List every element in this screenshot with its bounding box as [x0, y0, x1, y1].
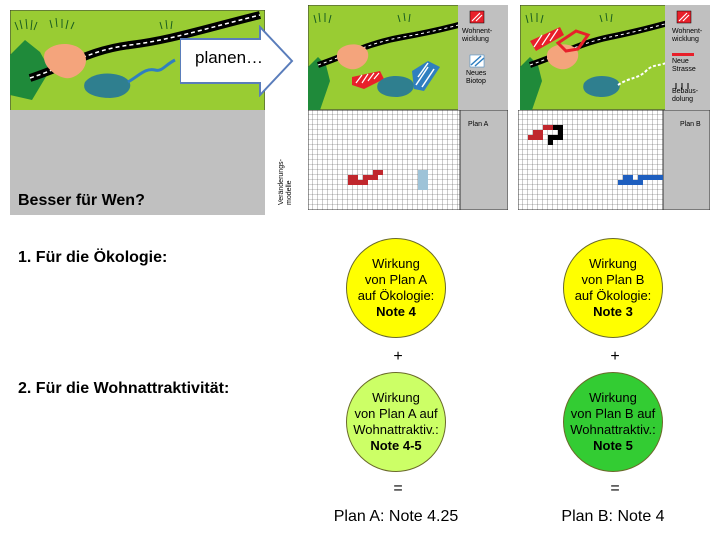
equals-a: =	[393, 480, 403, 497]
plan-a-map	[308, 5, 508, 110]
plan-b-result: Plan B: Note 4	[561, 508, 665, 525]
legend-building: Bebaus- dolung	[672, 88, 699, 103]
legend-residential-b: Wohnent- wicklung	[672, 28, 703, 43]
criterion-ecology: 1. Für die Ökologie:	[18, 249, 168, 266]
plan-a-wohn-circle: Wirkung von Plan A auf Wohnattraktiv.: N…	[346, 372, 446, 472]
planen-arrow	[180, 25, 294, 97]
plan-a-grid	[308, 110, 508, 210]
grid-label-a: Plan A	[468, 121, 489, 128]
legend-residential-a: Wohnent- wicklung	[462, 28, 493, 43]
legend-biotope: Neues Biotop	[466, 70, 487, 85]
plan-a-ecology-circle: Wirkung von Plan A auf Ökologie: Note 4	[346, 238, 446, 338]
plan-a-result: Plan A: Note 4.25	[333, 508, 459, 525]
plan-b-ecology-note: Note 3	[593, 304, 633, 319]
plan-b-map	[520, 5, 710, 110]
plan-b-ecology-circle: Wirkung von Plan B auf Ökologie: Note 3	[563, 238, 663, 338]
plus-a: +	[393, 348, 403, 365]
plan-a-ecology-text: Wirkung von Plan A auf Ökologie:	[357, 256, 435, 303]
plan-b-wohn-circle: Wirkung von Plan B auf Wohnattraktiv.: N…	[563, 372, 663, 472]
plan-a-ecology-note: Note 4	[376, 304, 416, 319]
equals-b: =	[610, 480, 620, 497]
plan-b-ecology-text: Wirkung von Plan B auf Ökologie:	[574, 256, 652, 303]
grid-label-b: Plan B	[680, 121, 701, 128]
model-label: Veränderungs- modelle	[278, 159, 293, 205]
plan-b-wohn-note: Note 5	[593, 438, 633, 453]
legend-road: Neue Strasse	[672, 58, 696, 73]
plus-b: +	[610, 348, 620, 365]
plan-b-grid	[518, 110, 710, 210]
criterion-wohn: 2. Für die Wohnattraktivität:	[18, 380, 230, 397]
arrow-label: planen…	[195, 48, 264, 67]
plan-a-wohn-text: Wirkung von Plan A auf Wohnattraktiv.:	[353, 390, 439, 437]
question-heading: Besser für Wen?	[18, 192, 145, 209]
plan-b-wohn-text: Wirkung von Plan B auf Wohnattraktiv.:	[570, 390, 656, 437]
plan-a-wohn-note: Note 4-5	[370, 438, 422, 453]
